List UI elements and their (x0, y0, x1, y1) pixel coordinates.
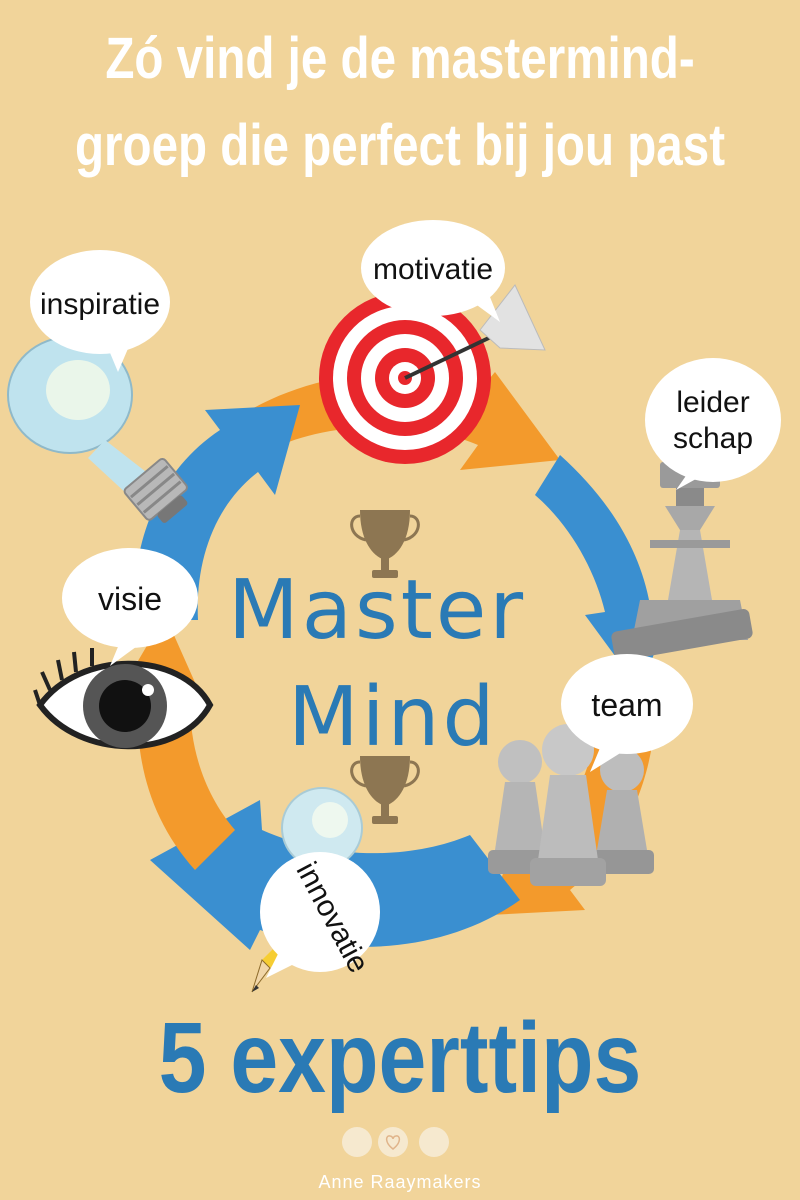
heart-logo-icon (378, 1127, 408, 1157)
bubble-visie: visie (62, 548, 198, 666)
small-bulb-icon (281, 787, 363, 869)
bubble-leiderschap: leider schap (645, 358, 781, 490)
center-title-master: Master (228, 563, 527, 658)
chess-pawns-icon (488, 724, 654, 886)
title-line-2: groep die perfect bij jou past (74, 113, 726, 178)
brand-name: Anne Raaymakers (318, 1172, 482, 1192)
bubble-label-inspiratie: inspiratie (40, 288, 160, 321)
light-bulb-icon (7, 336, 188, 523)
trophy-icon (350, 756, 420, 824)
title-line-1: Zó vind je de mastermind- (105, 26, 695, 91)
bubble-team: team (561, 654, 693, 772)
bubble-innovatie: innovatie (260, 852, 380, 978)
trophy-icon (350, 510, 420, 578)
bottom-title: 5 experttips (158, 1002, 642, 1114)
bubble-label-schap: schap (673, 422, 753, 455)
bubble-label-leider: leider (676, 386, 749, 419)
logo-dot-right (419, 1127, 449, 1157)
center-title-mind: Mind (288, 670, 498, 765)
bubble-inspiratie: inspiratie (30, 250, 170, 372)
bubble-label-motivatie: motivatie (373, 253, 493, 286)
target-icon (319, 284, 546, 464)
bubble-motivatie: motivatie (361, 220, 505, 322)
bubble-label-visie: visie (98, 581, 162, 617)
bubble-label-team: team (591, 687, 662, 723)
logo-dot-left (342, 1127, 372, 1157)
eye-icon (33, 648, 214, 750)
